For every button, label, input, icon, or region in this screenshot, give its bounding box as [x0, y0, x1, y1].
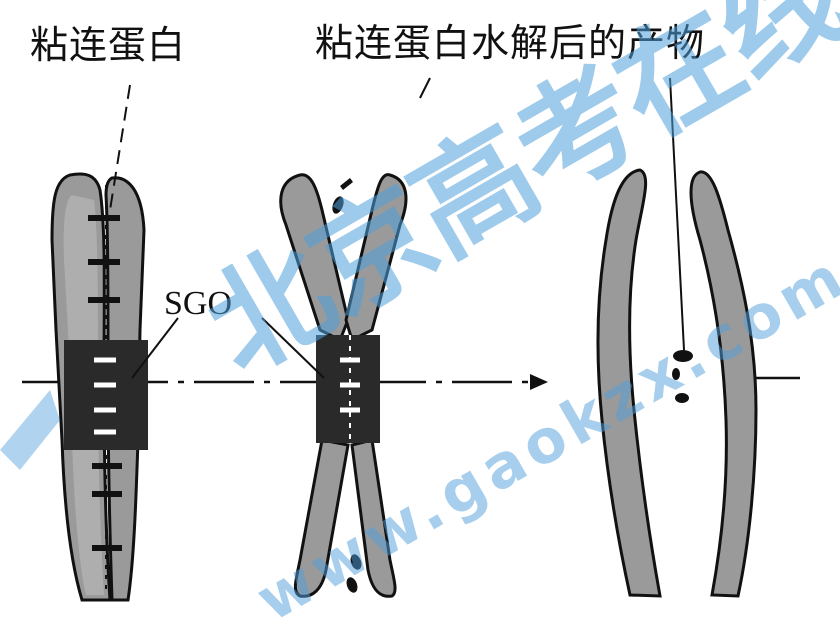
watermark-shape [0, 390, 60, 470]
diagram-canvas: 粘连蛋白 粘连蛋白水解后的产物 SGO 北京高考在线 www.gaokzx.co… [0, 0, 840, 612]
chromosome-intact [52, 85, 178, 600]
cohesin-label: 粘连蛋白 [30, 14, 186, 69]
